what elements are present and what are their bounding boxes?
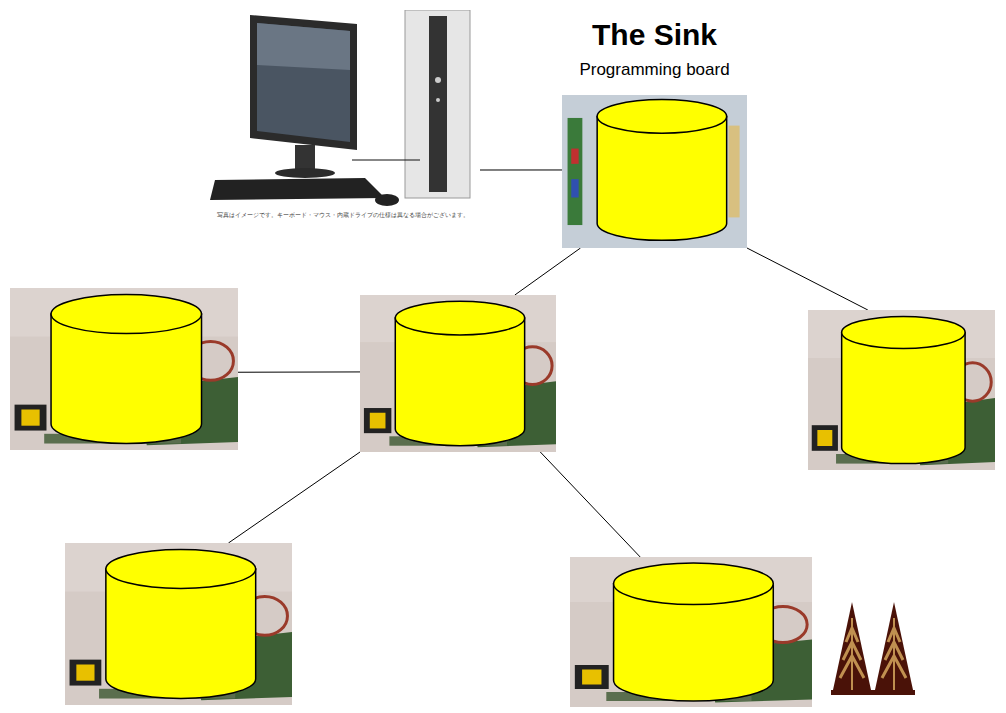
- sensor-picture: [360, 295, 556, 452]
- battery-pack: [70, 660, 102, 686]
- cylinder-top: [395, 301, 524, 335]
- sensor-node: [570, 557, 812, 707]
- monitor-stand: [275, 168, 335, 178]
- battery-label: [76, 665, 94, 681]
- network-link: [747, 248, 868, 310]
- connector-part: [571, 149, 578, 164]
- host-computer: 写真はイメージです。キーボード・マウス・内蔵ドライブの仕様は異なる場合がございま…: [205, 10, 480, 210]
- text-holder: The SinkProgramming board: [579, 17, 729, 81]
- photo-ground: [570, 557, 812, 707]
- network-link: [238, 371, 360, 372]
- cylinder-top: [106, 549, 256, 588]
- photo-ground: [360, 295, 556, 452]
- battery-pack: [364, 408, 391, 433]
- logo-trunk: [851, 618, 853, 690]
- cylinder-top: [614, 563, 774, 605]
- battery-label: [21, 410, 39, 426]
- node-subtitle: Programming board: [579, 59, 729, 81]
- sensor-picture: [65, 543, 292, 705]
- sensor-node: [360, 295, 556, 452]
- logo-base: [831, 690, 915, 695]
- monitor-screen: [257, 23, 350, 70]
- photo-ground: [808, 310, 995, 470]
- network-link: [540, 452, 640, 557]
- photo-ground: [360, 295, 556, 342]
- connector-part: [571, 179, 578, 197]
- cylinder-body: [395, 318, 524, 446]
- sensor-picture: [570, 557, 812, 707]
- sensor-node: [808, 310, 995, 470]
- cylinder-top: [51, 294, 201, 333]
- photo-ground: [562, 95, 747, 248]
- computer-picture: [205, 10, 480, 210]
- keyboard: [210, 178, 385, 200]
- photo-ground: [10, 288, 238, 337]
- cylinder-top: [597, 100, 727, 134]
- sensor-picture: [808, 310, 995, 470]
- sensor-picture: [10, 288, 238, 450]
- logo-trunk: [893, 618, 895, 690]
- power-button: [436, 98, 440, 102]
- photo-ground: [65, 543, 292, 592]
- network-link: [515, 248, 581, 295]
- network-link: [480, 169, 562, 170]
- monitor-stand: [295, 145, 315, 170]
- cylinder-body: [842, 332, 965, 463]
- network-link: [228, 452, 360, 543]
- cylinder-top: [842, 316, 965, 348]
- sensor-node: [65, 543, 292, 705]
- mouse: [375, 194, 399, 206]
- logo-tree: [875, 602, 913, 690]
- photo-caption: 写真はイメージです。キーボード・マウス・内蔵ドライブの仕様は異なる場合がございま…: [205, 212, 480, 219]
- sink-picture: [562, 95, 747, 248]
- battery-label: [582, 670, 601, 685]
- photo-ground: [10, 288, 238, 450]
- power-button: [435, 77, 441, 83]
- sensor-node: [10, 288, 238, 450]
- tower-front: [429, 16, 447, 192]
- battery-pack: [575, 665, 609, 689]
- monitor-screen: [257, 23, 350, 142]
- circuit-board: [568, 118, 583, 225]
- node-title: The Sink: [579, 17, 729, 53]
- cylinder-body: [597, 116, 727, 240]
- text-holder: 写真はイメージです。キーボード・マウス・内蔵ドライブの仕様は異なる場合がございま…: [205, 212, 480, 219]
- logo-tree: [833, 602, 871, 690]
- logo-ground: [830, 598, 916, 696]
- sink-node: The SinkProgramming board: [562, 95, 747, 248]
- circuit-board: [729, 126, 740, 218]
- university-logo: [830, 598, 916, 696]
- tower: [405, 10, 470, 198]
- monitor: [250, 15, 357, 150]
- battery-label: [817, 430, 832, 446]
- cable: [352, 160, 420, 161]
- battery-pack: [812, 425, 838, 451]
- battery-pack: [15, 405, 47, 431]
- battery-label: [370, 413, 386, 429]
- photo-ground: [65, 543, 292, 705]
